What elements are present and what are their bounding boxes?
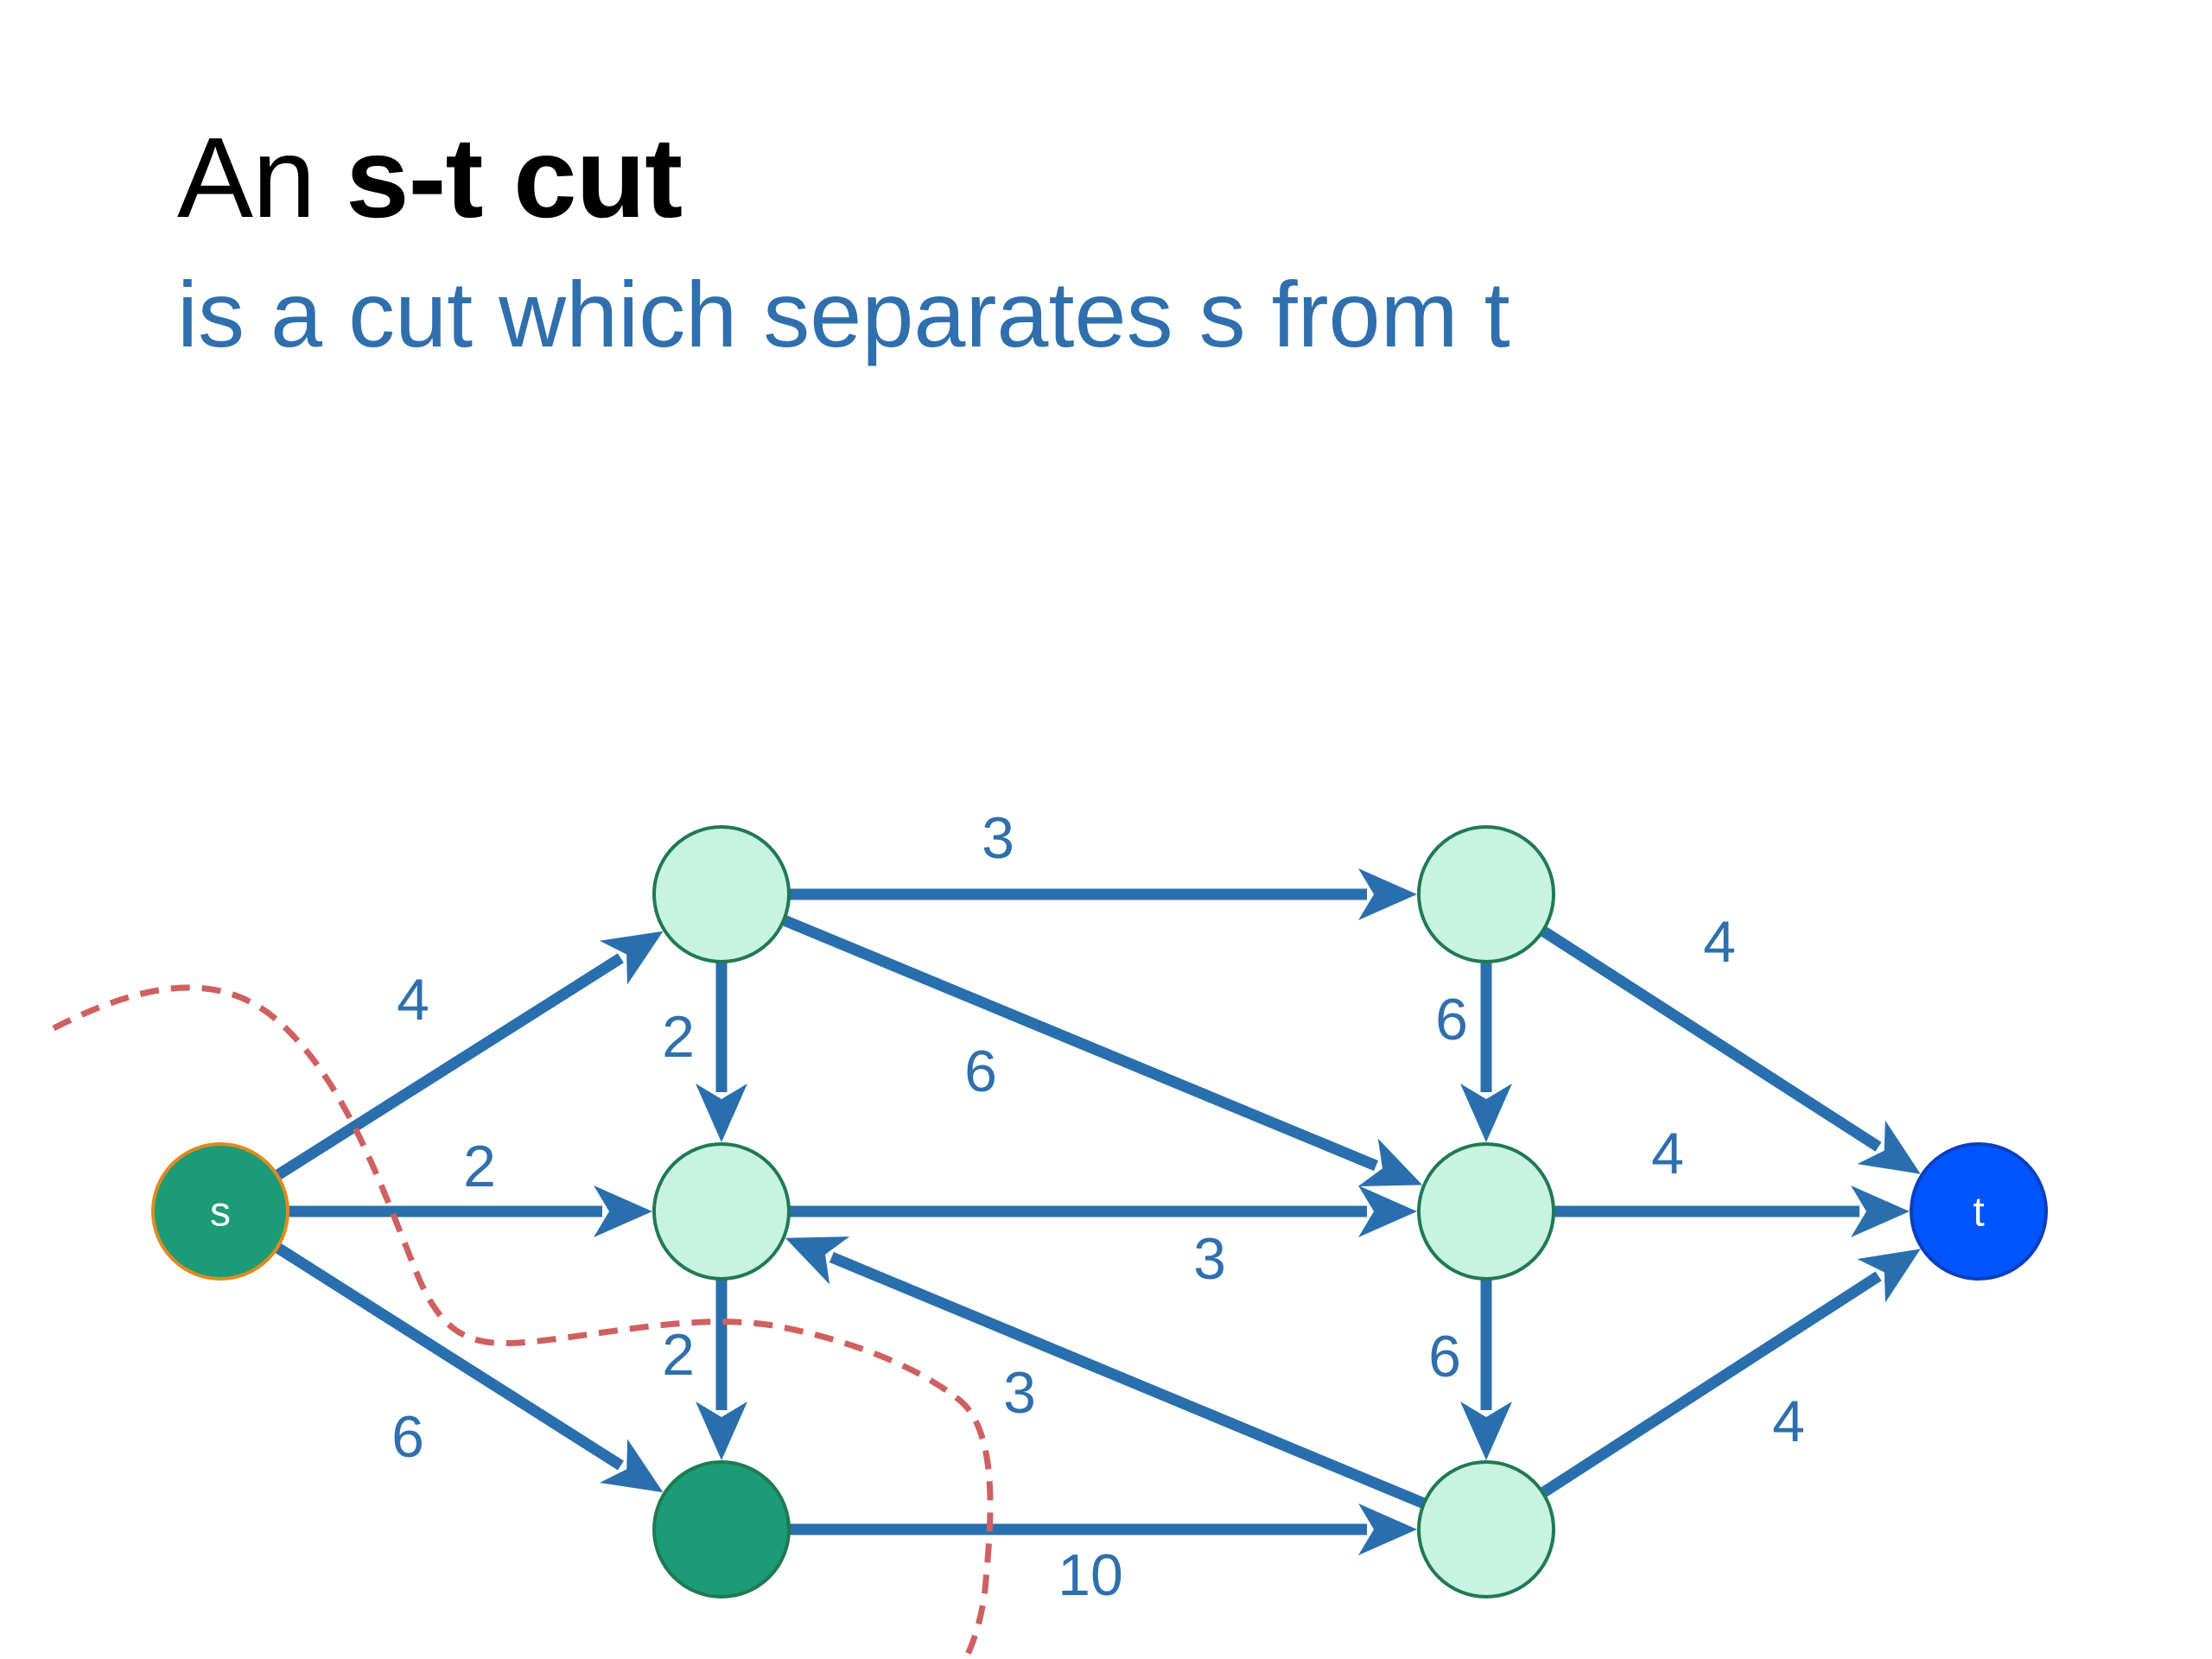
arrowhead [696,1084,747,1142]
edge-capacity-label: 4 [1772,1389,1805,1454]
node-t: t [1910,1142,2048,1281]
arrowhead [696,1402,747,1460]
edge-a-e: 6 [781,914,1423,1187]
node-f [1417,1460,1555,1599]
edge-capacity-label: 3 [1193,1226,1226,1292]
node-c [652,1460,791,1599]
node-circle [151,1142,289,1281]
node-circle [1417,1142,1555,1281]
node-circle [1910,1142,2048,1281]
edge-s-a: 4 [274,931,664,1180]
edge-line [274,953,624,1180]
arrowhead [1851,1185,1910,1237]
edge-line [781,914,1379,1172]
edge-capacity-label: 4 [1703,909,1736,975]
arrowhead [1460,1084,1512,1142]
arrowhead [1358,868,1417,920]
edge-line [274,1243,624,1471]
edge-capacity-label: 6 [1428,1324,1461,1389]
edge-a-d: 3 [789,805,1417,920]
slide-subtitle: is a cut which separates s from t [177,262,1510,366]
arrowhead [1358,1503,1417,1555]
node-label: t [1973,1190,1984,1236]
edge-e-f: 6 [1428,1279,1512,1460]
edge-s-c: 6 [274,1243,664,1493]
arrowhead [1857,1249,1921,1303]
edge-capacity-label: 6 [391,1404,424,1470]
edges-layer: 4 2 6 3 2 6 2 3 10 6 4 4 6 3 4 [274,805,1921,1608]
node-label: s [210,1190,231,1236]
arrowhead [599,931,664,985]
node-circle [652,1142,791,1281]
edge-capacity-label: 3 [1003,1360,1036,1426]
edge-capacity-label: 6 [964,1039,997,1104]
edge-f-t: 4 [1540,1249,1921,1498]
node-circle [652,825,791,963]
arrowhead [1460,1402,1512,1460]
slide-title: An s-t cut [177,121,683,235]
node-a [652,825,791,963]
edge-capacity-label: 2 [463,1134,496,1199]
node-e [1417,1142,1555,1281]
edge-capacity-label: 2 [662,1004,695,1070]
edge-capacity-label: 3 [982,805,1014,871]
arrowhead [1358,1185,1417,1237]
edge-d-t: 4 [1540,909,1921,1174]
edge-line [1540,1271,1882,1498]
edge-line [1540,925,1882,1152]
title-emphasis: s-t cut [346,114,683,241]
edge-capacity-label: 4 [397,967,429,1033]
edge-capacity-label: 4 [1651,1121,1684,1186]
arrowhead [594,1185,652,1237]
edge-capacity-label: 6 [1435,987,1468,1052]
edge-f-b: 3 [785,1236,1427,1510]
title-prefix: An [177,114,346,241]
edge-s-b: 2 [288,1134,652,1237]
node-d [1417,825,1555,963]
edge-line [829,1251,1427,1510]
edge-a-b: 2 [662,962,747,1142]
edge-c-f: 10 [789,1503,1417,1608]
node-s: s [151,1142,289,1281]
edge-capacity-label: 2 [662,1322,695,1388]
node-circle [1417,1460,1555,1599]
edge-e-t: 4 [1554,1121,1910,1237]
arrowhead [599,1439,664,1493]
arrowhead [1857,1120,1921,1174]
node-b [652,1142,791,1281]
node-circle [1417,825,1555,963]
node-circle [652,1460,791,1599]
edge-b-c: 2 [662,1279,747,1460]
cut-boundary-dashed-line [52,984,994,1659]
edge-d-e: 6 [1435,962,1512,1142]
edge-capacity-label: 10 [1058,1542,1123,1608]
arrowhead [1357,1138,1423,1187]
arrowhead [785,1236,850,1285]
edge-b-e: 3 [789,1185,1417,1292]
